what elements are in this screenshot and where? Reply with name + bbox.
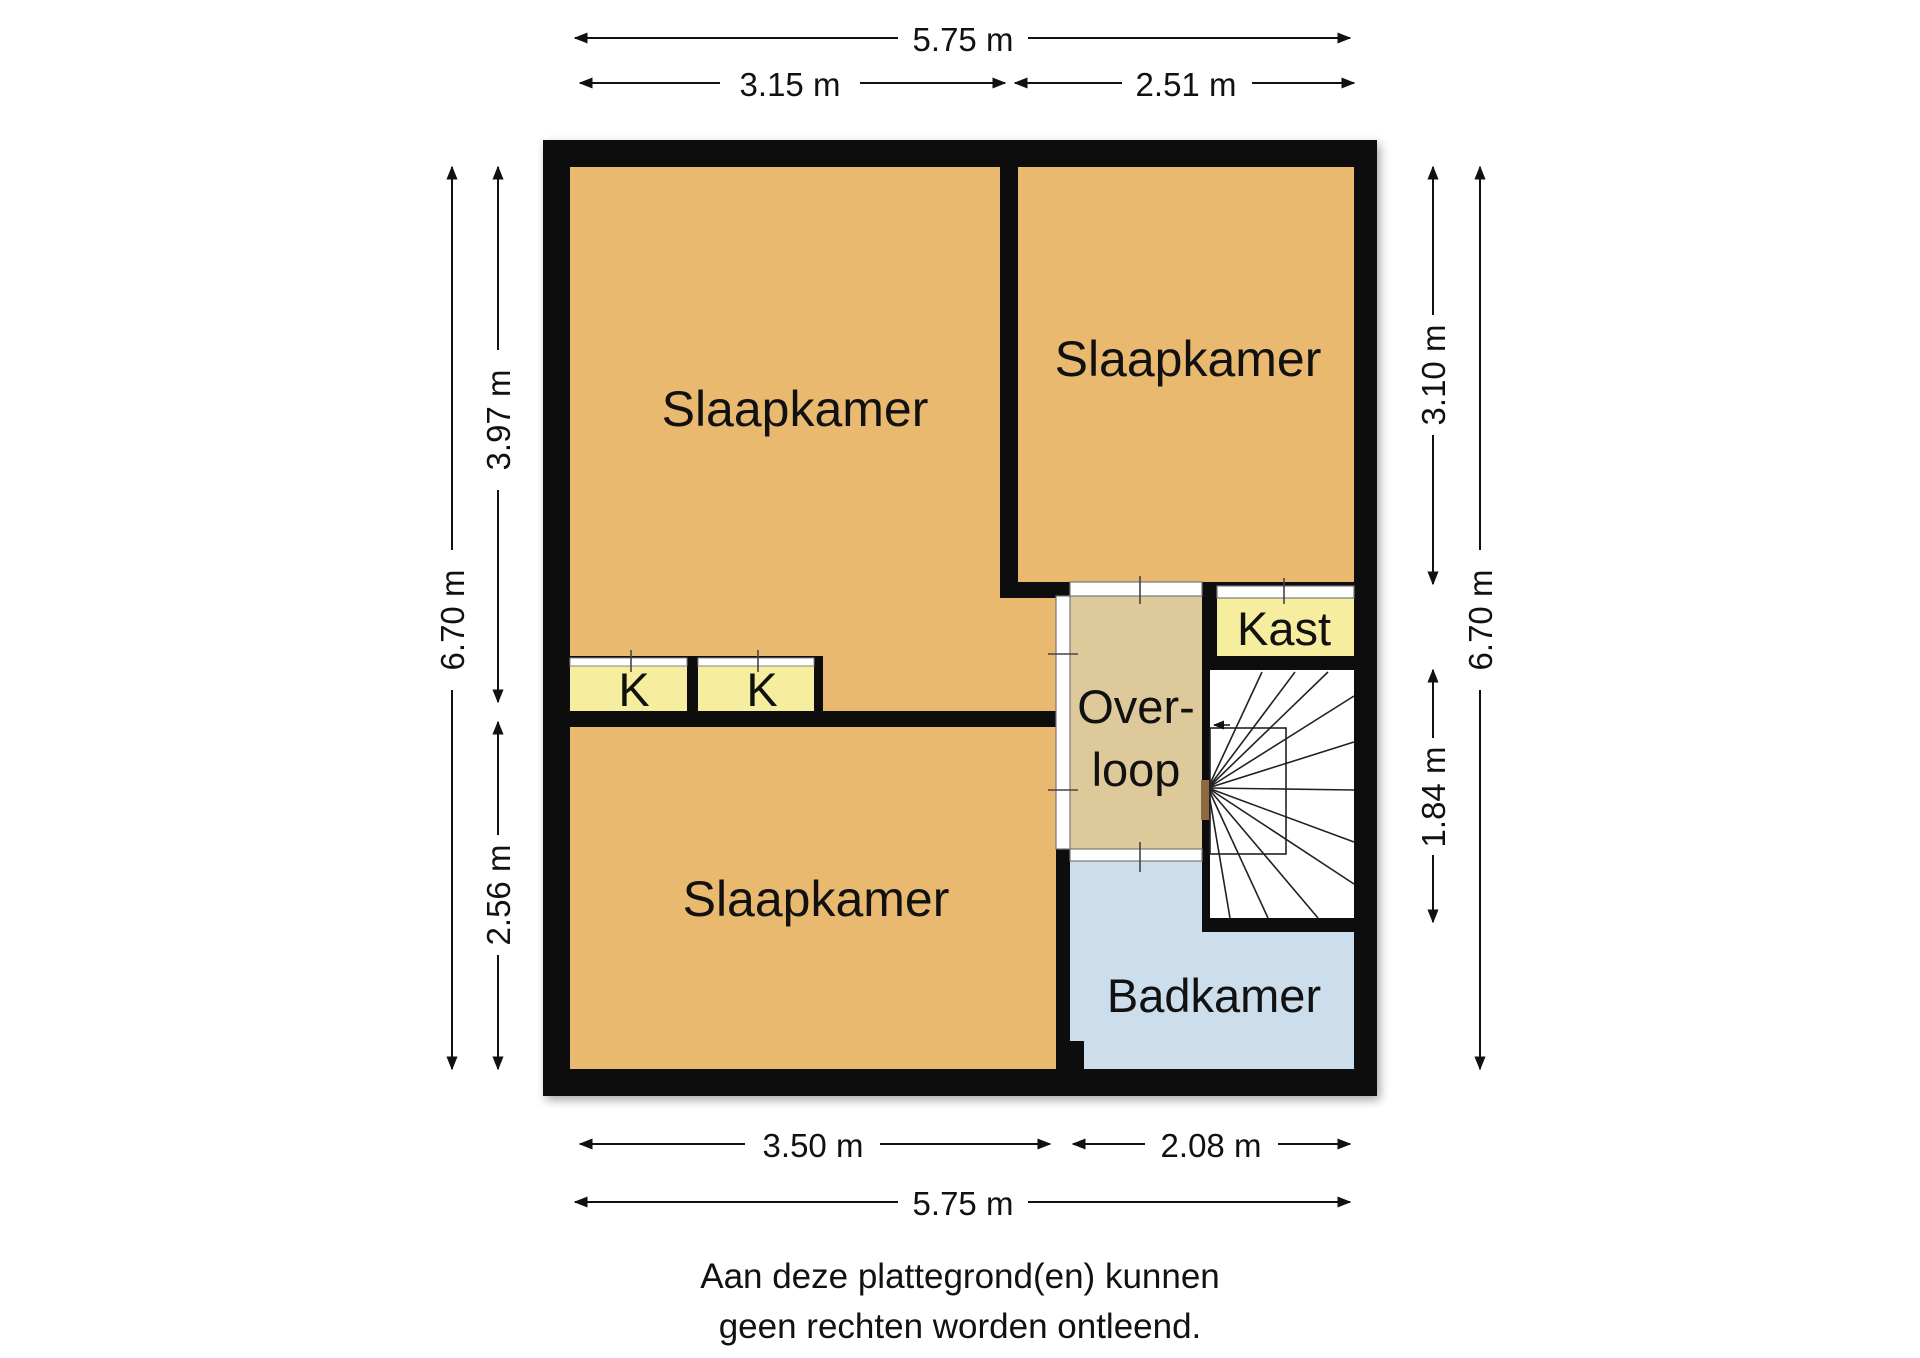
label-overloop-line1: Over- — [1077, 680, 1195, 733]
dim-right-upper-label: 3.10 m — [1415, 325, 1452, 426]
dim-top-total: 5.75 m — [573, 21, 1352, 58]
dim-bottom-total-label: 5.75 m — [913, 1185, 1014, 1222]
window-k-1 — [569, 657, 688, 667]
dim-right-total: 6.70 m — [1462, 165, 1499, 1071]
stair-post — [1201, 780, 1209, 820]
dim-right-lower: 1.84 m — [1415, 668, 1452, 924]
dim-left-lower-label: 2.56 m — [480, 845, 517, 946]
staircase — [1207, 671, 1355, 919]
label-kast: Kast — [1237, 602, 1331, 655]
room-overloop — [1070, 596, 1202, 849]
label-k-1: K — [618, 663, 649, 716]
dim-left-total: 6.70 m — [434, 165, 471, 1071]
room-slaapkamer-3 — [570, 727, 1056, 1069]
window-k-2 — [697, 657, 815, 667]
door-marks — [630, 576, 1285, 872]
dim-left-upper-label: 3.97 m — [480, 370, 517, 471]
dim-bottom-left-label: 3.50 m — [763, 1127, 864, 1164]
dim-bottom-total: 5.75 m — [573, 1185, 1352, 1222]
dim-top-left: 3.15 m — [578, 66, 1007, 103]
dim-bottom-right: 2.08 m — [1071, 1127, 1352, 1164]
room-slaapkamer-1 — [570, 167, 1056, 711]
dim-top-right-label: 2.51 m — [1136, 66, 1237, 103]
dim-right-total-label: 6.70 m — [1462, 570, 1499, 671]
label-badkamer: Badkamer — [1107, 969, 1321, 1022]
label-k-2: K — [746, 663, 777, 716]
dim-bottom-right-label: 2.08 m — [1161, 1127, 1262, 1164]
room-kast — [1217, 598, 1354, 656]
label-overloop-line2: loop — [1092, 743, 1181, 796]
dim-right-lower-label: 1.84 m — [1415, 747, 1452, 848]
label-slaapkamer-2: Slaapkamer — [1055, 331, 1322, 387]
room-k-1 — [570, 666, 687, 711]
room-badkamer — [1070, 861, 1354, 1069]
disclaimer-line-1: Aan deze plattegrond(en) kunnen — [700, 1257, 1220, 1296]
disclaimer: Aan deze plattegrond(en) kunnen geen rec… — [0, 1252, 1920, 1352]
dim-top-right: 2.51 m — [1013, 66, 1356, 103]
dim-left-total-label: 6.70 m — [434, 570, 471, 671]
dim-top-total-label: 5.75 m — [913, 21, 1014, 58]
dim-left-lower: 2.56 m — [480, 720, 517, 1071]
dim-bottom-left: 3.50 m — [578, 1127, 1052, 1164]
dim-top-left-label: 3.15 m — [740, 66, 841, 103]
stair-area — [1210, 670, 1354, 918]
room-slaapkamer-2 — [1018, 167, 1354, 582]
label-slaapkamer-3: Slaapkamer — [683, 871, 950, 927]
dim-left-upper: 3.97 m — [480, 165, 517, 704]
room-k-2 — [698, 666, 814, 711]
dim-right-upper: 3.10 m — [1415, 165, 1452, 586]
door-openings — [1055, 581, 1355, 862]
disclaimer-line-2: geen rechten worden ontleend. — [718, 1307, 1202, 1346]
label-slaapkamer-1: Slaapkamer — [662, 381, 929, 437]
